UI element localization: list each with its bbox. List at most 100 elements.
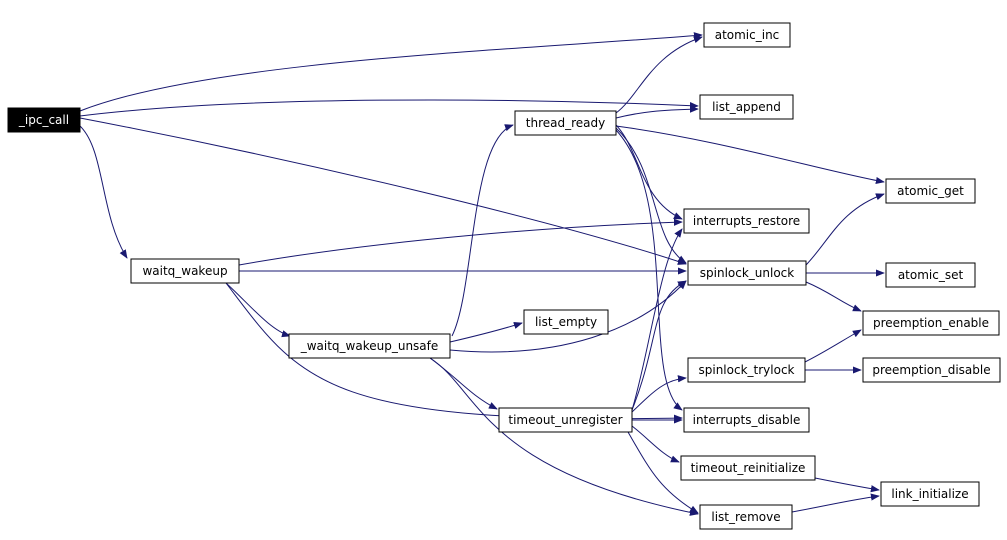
edge-line xyxy=(429,357,699,516)
edge-line xyxy=(615,105,699,119)
edge-line xyxy=(615,127,687,264)
edge-waitq-wakeup-to-interrupts-restore xyxy=(238,218,683,266)
node-atomic-set[interactable]: atomic_set xyxy=(885,262,976,288)
node-label: atomic_inc xyxy=(715,28,780,42)
node-timeout-unregister[interactable]: timeout_unregister xyxy=(498,407,633,433)
node-label: atomic_set xyxy=(898,268,964,282)
node-box xyxy=(880,481,980,507)
edge-timeout-unregister-to-spinlock-unlock xyxy=(631,280,687,411)
node-box xyxy=(687,357,806,383)
edge-timeout-unregister-to-interrupts-restore xyxy=(631,228,683,411)
node-label: list_remove xyxy=(711,510,780,524)
edge-timeout-unregister-to-list-remove xyxy=(627,431,699,514)
node-atomic-inc[interactable]: atomic_inc xyxy=(703,22,791,48)
node-interrupts-restore[interactable]: interrupts_restore xyxy=(683,208,810,234)
node-ipc-call[interactable]: _ipc_call xyxy=(7,107,81,133)
edge-spinlock-unlock-to-preemption-enable xyxy=(805,281,862,312)
node-label: waitq_wakeup xyxy=(142,264,227,278)
node-box xyxy=(288,333,451,359)
edge-line xyxy=(79,117,687,265)
edge-timeout-reinitialize-to-link-initialize xyxy=(814,477,880,493)
edge-line xyxy=(615,125,885,185)
node-label: list_empty xyxy=(535,315,597,329)
edge-spinlock-trylock-to-preemption-enable xyxy=(804,329,862,363)
edge-waitq-wakeup-unsafe-to-list-empty xyxy=(449,322,523,343)
edge-waitq-wakeup-unsafe-to-list-remove xyxy=(429,357,699,516)
node-box xyxy=(885,178,976,204)
node-box xyxy=(699,94,794,120)
node-box xyxy=(130,258,240,284)
edge-line xyxy=(79,125,128,259)
edge-line xyxy=(631,228,683,411)
node-label: thread_ready xyxy=(526,116,605,130)
node-box xyxy=(523,309,609,335)
node-interrupts-disable[interactable]: interrupts_disable xyxy=(683,407,810,433)
node-box xyxy=(862,310,1000,336)
node-label: timeout_reinitialize xyxy=(691,461,806,475)
edge-ipc-call-to-spinlock-unlock xyxy=(79,117,687,265)
node-box xyxy=(699,504,793,530)
node-box xyxy=(683,208,810,234)
edge-line xyxy=(238,218,683,266)
edge-line xyxy=(631,375,687,413)
node-box xyxy=(7,107,81,133)
node-label: preemption_disable xyxy=(872,363,990,377)
node-atomic-get[interactable]: atomic_get xyxy=(885,178,976,204)
node-label: atomic_get xyxy=(897,184,964,198)
edge-thread-ready-to-interrupts-disable xyxy=(615,129,683,411)
edge-timeout-unregister-to-spinlock-trylock xyxy=(631,375,687,413)
edge-thread-ready-to-atomic-get xyxy=(615,125,885,185)
edge-waitq-wakeup-unsafe-to-thread-ready xyxy=(451,124,514,337)
node-label: preemption_enable xyxy=(873,316,989,330)
edge-line xyxy=(79,99,699,117)
node-list-remove[interactable]: list_remove xyxy=(699,504,793,530)
node-label: list_append xyxy=(712,100,781,114)
node-box xyxy=(862,357,1001,383)
node-box xyxy=(514,110,617,136)
node-waitq-wakeup-unsafe[interactable]: _waitq_wakeup_unsafe xyxy=(288,333,451,359)
node-box xyxy=(885,262,976,288)
edge-line xyxy=(631,425,680,463)
node-list-append[interactable]: list_append xyxy=(699,94,794,120)
node-spinlock-unlock[interactable]: spinlock_unlock xyxy=(687,260,807,286)
node-preemption-enable[interactable]: preemption_enable xyxy=(862,310,1000,336)
edge-timeout-unregister-to-timeout-reinitialize xyxy=(631,425,680,463)
edge-ipc-call-to-list-append xyxy=(79,99,699,117)
nodes-layer: _ipc_call atomic_inc list_append thread_rea… xyxy=(7,22,1001,530)
node-label: link_initialize xyxy=(891,487,968,501)
edge-line xyxy=(449,322,523,343)
edge-waitq-wakeup-to-waitq-wakeup-unsafe xyxy=(225,282,291,338)
node-label: _ipc_call xyxy=(18,113,69,127)
edge-spinlock-unlock-to-atomic-get xyxy=(805,193,885,266)
node-waitq-wakeup[interactable]: waitq_wakeup xyxy=(130,258,240,284)
edge-line xyxy=(615,36,703,114)
node-list-empty[interactable]: list_empty xyxy=(523,309,609,335)
node-label: _waitq_wakeup_unsafe xyxy=(300,339,439,353)
node-link-initialize[interactable]: link_initialize xyxy=(880,481,980,507)
node-label: interrupts_disable xyxy=(693,413,801,427)
edge-line xyxy=(79,32,703,112)
node-preemption-disable[interactable]: preemption_disable xyxy=(862,357,1001,383)
node-label: interrupts_restore xyxy=(693,214,800,228)
node-box xyxy=(687,260,807,286)
edge-line xyxy=(627,431,699,514)
node-spinlock-trylock[interactable]: spinlock_trylock xyxy=(687,357,806,383)
edge-line xyxy=(805,193,885,266)
edge-line xyxy=(805,281,862,312)
node-thread-ready[interactable]: thread_ready xyxy=(514,110,617,136)
edge-thread-ready-to-list-append xyxy=(615,105,699,119)
edge-line xyxy=(791,493,880,513)
node-box xyxy=(680,455,816,481)
edge-ipc-call-to-waitq-wakeup xyxy=(79,125,128,259)
edge-line xyxy=(615,129,683,411)
edge-ipc-call-to-atomic-inc xyxy=(79,32,703,112)
node-box xyxy=(498,407,633,433)
edge-line xyxy=(814,477,880,493)
edge-thread-ready-to-interrupts-restore xyxy=(615,124,683,220)
edge-list-remove-to-link-initialize xyxy=(791,493,880,513)
node-label: spinlock_unlock xyxy=(700,266,795,280)
node-label: timeout_unregister xyxy=(508,413,622,427)
edge-line xyxy=(451,124,514,337)
node-timeout-reinitialize[interactable]: timeout_reinitialize xyxy=(680,455,816,481)
